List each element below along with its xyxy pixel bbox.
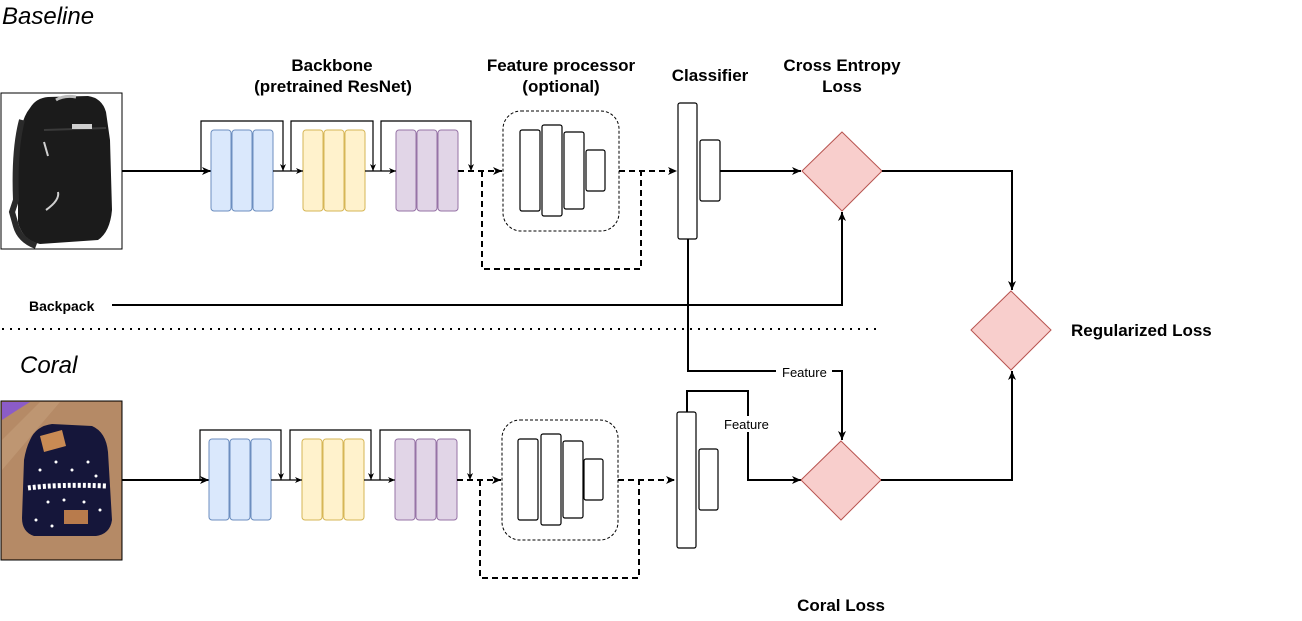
cross-entropy-header-line1: Cross Entropy [783, 56, 901, 75]
black-backpack-image [0, 92, 123, 250]
feature-label-bottom: Feature [724, 417, 769, 432]
coral-loss-label: Coral Loss [797, 596, 885, 615]
backpack-label: Backpack [29, 298, 95, 314]
regularized-loss-node [970, 290, 1052, 371]
feature-label-top: Feature [782, 365, 827, 380]
cross-entropy-header-line2: Loss [822, 77, 862, 96]
feature-processor-header-line2: (optional) [522, 77, 599, 96]
cross-entropy-loss-node [801, 131, 883, 212]
coral-loss-node [800, 440, 882, 521]
baseline-section-title: Baseline [2, 3, 94, 30]
classifier-header: Classifier [672, 66, 749, 85]
navy-polka-dot-backpack-image [0, 400, 123, 561]
backbone-header-line1: Backbone [291, 56, 372, 75]
coral-section-title: Coral [20, 352, 78, 379]
feature-processor-header-line1: Feature processor [487, 56, 636, 75]
backbone-header-line2: (pretrained ResNet) [254, 77, 412, 96]
regularized-loss-label: Regularized Loss [1071, 321, 1212, 340]
